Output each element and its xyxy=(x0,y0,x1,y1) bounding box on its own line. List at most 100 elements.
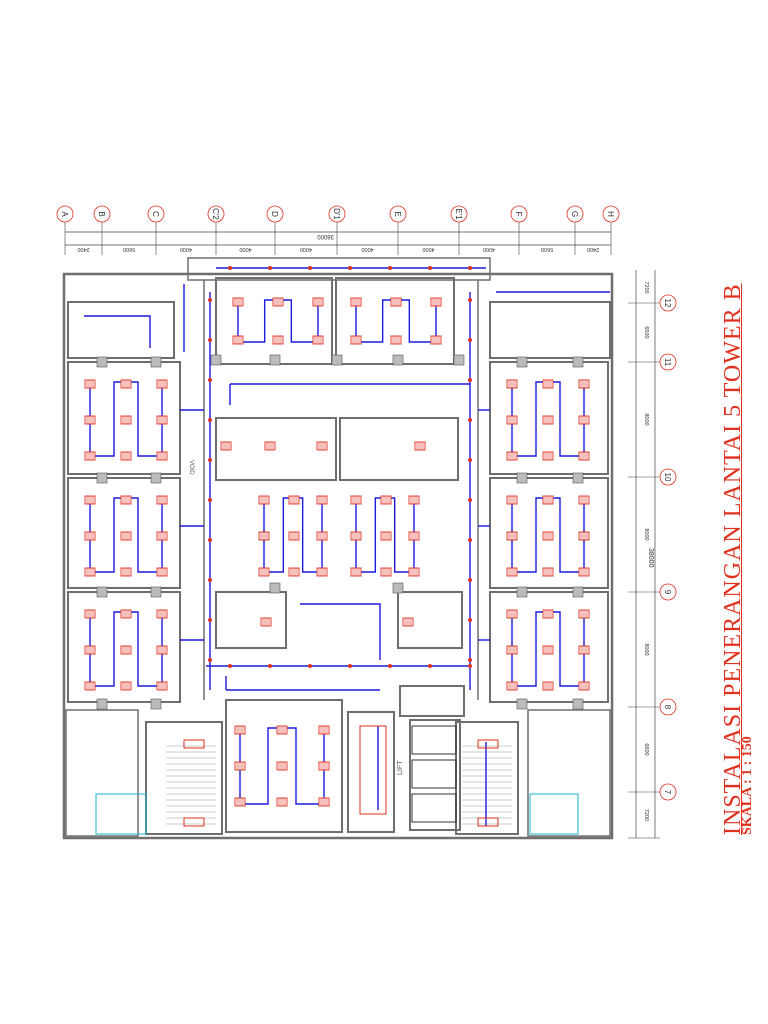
light-fixture xyxy=(380,567,392,577)
light-fixture xyxy=(430,297,442,307)
wall xyxy=(67,477,181,589)
light-fixture xyxy=(156,531,168,541)
grid-dim-col: 4000 xyxy=(422,246,434,252)
light-fixture xyxy=(84,567,96,577)
grid-bubble-col xyxy=(328,205,346,223)
down-light xyxy=(208,298,212,302)
wall xyxy=(62,272,614,840)
light-fixture xyxy=(316,567,328,577)
grid-bubble-col xyxy=(147,205,165,223)
light-fixture xyxy=(120,645,132,655)
down-light xyxy=(228,266,232,270)
grid-bubble-col xyxy=(389,205,407,223)
column xyxy=(331,354,343,366)
grid-dim-col: 2400 xyxy=(587,246,599,252)
wiring-run xyxy=(84,315,151,348)
wall xyxy=(215,277,333,365)
light-fixture xyxy=(578,609,590,619)
light-fixture xyxy=(156,609,168,619)
light-fixture xyxy=(276,797,288,807)
light-fixture xyxy=(276,725,288,735)
grid-dim-col: 4000 xyxy=(239,246,251,252)
down-light xyxy=(268,664,272,668)
light-fixture xyxy=(350,335,362,345)
light-fixture xyxy=(408,495,420,505)
light-fixture xyxy=(506,415,518,425)
column xyxy=(516,356,528,368)
column xyxy=(392,354,404,366)
column xyxy=(210,354,222,366)
light-fixture xyxy=(506,645,518,655)
wall xyxy=(187,257,491,281)
light-fixture xyxy=(120,451,132,461)
down-light xyxy=(308,266,312,270)
down-light xyxy=(468,538,472,542)
light-fixture xyxy=(120,567,132,577)
grid-dim-col: 5600 xyxy=(541,246,553,252)
light-fixture xyxy=(156,645,168,655)
down-light xyxy=(468,618,472,622)
grid-bubble-row xyxy=(659,783,677,801)
light-fixture xyxy=(506,609,518,619)
room-labels: LIFT VOID 36000 38000 xyxy=(188,233,654,775)
light-fixture xyxy=(414,441,426,451)
wall xyxy=(347,711,395,833)
down-light xyxy=(428,266,432,270)
light-fixture xyxy=(316,531,328,541)
void-fixture xyxy=(359,725,387,815)
down-light xyxy=(468,338,472,342)
down-light xyxy=(468,418,472,422)
light-fixture xyxy=(120,379,132,389)
light-fixture xyxy=(156,495,168,505)
room-label-void: VOID xyxy=(188,460,194,475)
column xyxy=(572,586,584,598)
wall xyxy=(455,721,519,835)
grid-bubble-col xyxy=(93,205,111,223)
light-fixture xyxy=(318,761,330,771)
wall xyxy=(409,719,461,831)
light-fixture xyxy=(232,297,244,307)
wall xyxy=(65,709,139,837)
light-fixture xyxy=(84,609,96,619)
light-fixture xyxy=(258,495,270,505)
grid-label-row: 7 xyxy=(663,790,672,795)
light-fixture xyxy=(120,495,132,505)
light-fixture xyxy=(84,451,96,461)
grid-dim-col: 4000 xyxy=(300,246,312,252)
light-fixture xyxy=(542,645,554,655)
column xyxy=(96,356,108,368)
wall xyxy=(215,591,287,649)
grid-label-col: D'1 xyxy=(332,208,341,220)
down-light xyxy=(468,664,472,668)
light-fixture xyxy=(380,495,392,505)
light-fixture xyxy=(156,379,168,389)
light-fixture xyxy=(380,531,392,541)
down-light xyxy=(468,378,472,382)
grid-label-col: B xyxy=(97,211,106,216)
light-fixture xyxy=(258,567,270,577)
light-fixture xyxy=(156,451,168,461)
down-light xyxy=(468,658,472,662)
light-fixture xyxy=(312,297,324,307)
wall xyxy=(399,685,465,717)
column-grid: A2400B5600C4000C'24000D4000D'14000E4000E… xyxy=(56,205,620,255)
grid-label-col: C'2 xyxy=(211,208,220,220)
grid-dim-row: 6500 xyxy=(643,326,649,338)
light-fixture xyxy=(84,681,96,691)
light-fixture xyxy=(272,335,284,345)
down-light xyxy=(268,266,272,270)
overall-width-dimension: 36000 xyxy=(317,233,334,239)
light-fixture xyxy=(288,567,300,577)
light-fixture xyxy=(234,761,246,771)
light-fixture xyxy=(430,335,442,345)
light-fixture xyxy=(578,645,590,655)
grid-label-col: D xyxy=(270,211,279,217)
light-fixture xyxy=(506,495,518,505)
column xyxy=(453,354,465,366)
grid-label-col: E'1 xyxy=(454,208,463,220)
grid-label-col: F xyxy=(514,212,523,217)
light-fixture xyxy=(318,725,330,735)
light-fixture xyxy=(578,531,590,541)
